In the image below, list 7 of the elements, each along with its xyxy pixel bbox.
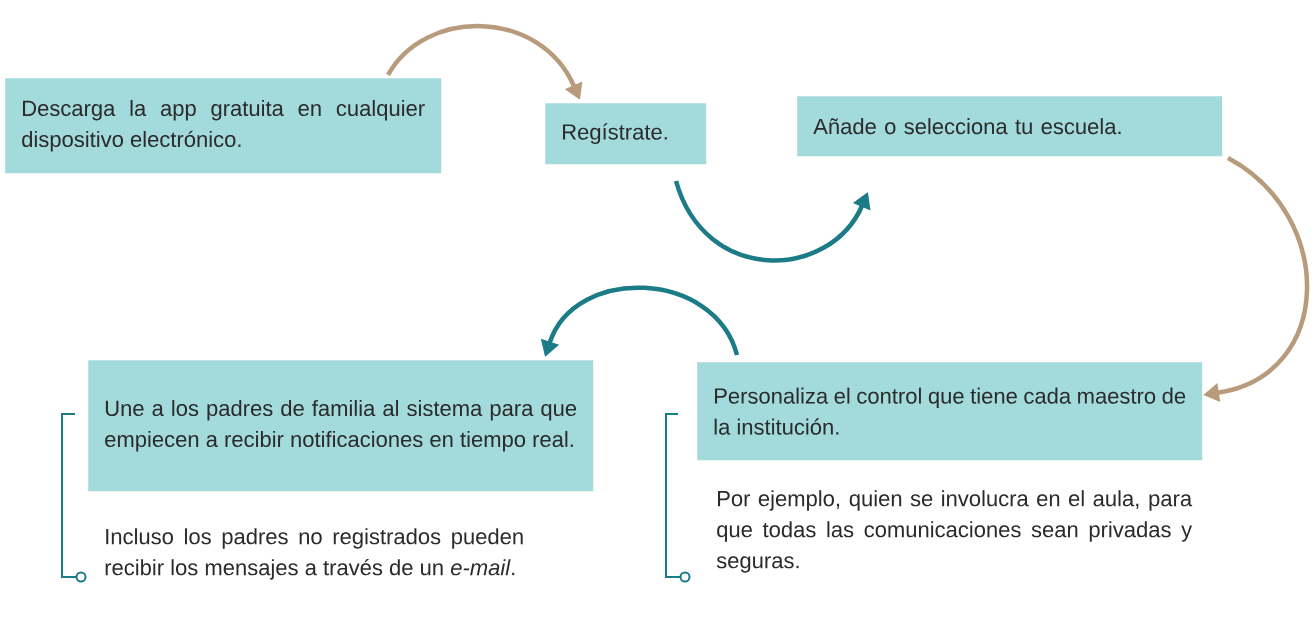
- note-text: Por ejemplo, quien se involucra en el aula, para que todas las comunicaciones sean privadas y seguras.: [716, 490, 1193, 573]
- step-box: Personaliza el control que tiene cada maestro de la institución.: [697, 362, 1203, 461]
- step-box: Regístrate.: [545, 103, 707, 165]
- step-box: Descarga la app gratuita en cualquier dispositivo electrónico.: [5, 78, 442, 174]
- step-box: Añade o selecciona tu escuela.: [797, 96, 1223, 157]
- note-text: Incluso los padres no registrados pueden recibir los mensajes a través de un e-mail.: [105, 528, 523, 580]
- step-box: Une a los padres de familia al sistema para que empiecen a recibir notificaciones en tiempo real.: [88, 360, 594, 492]
